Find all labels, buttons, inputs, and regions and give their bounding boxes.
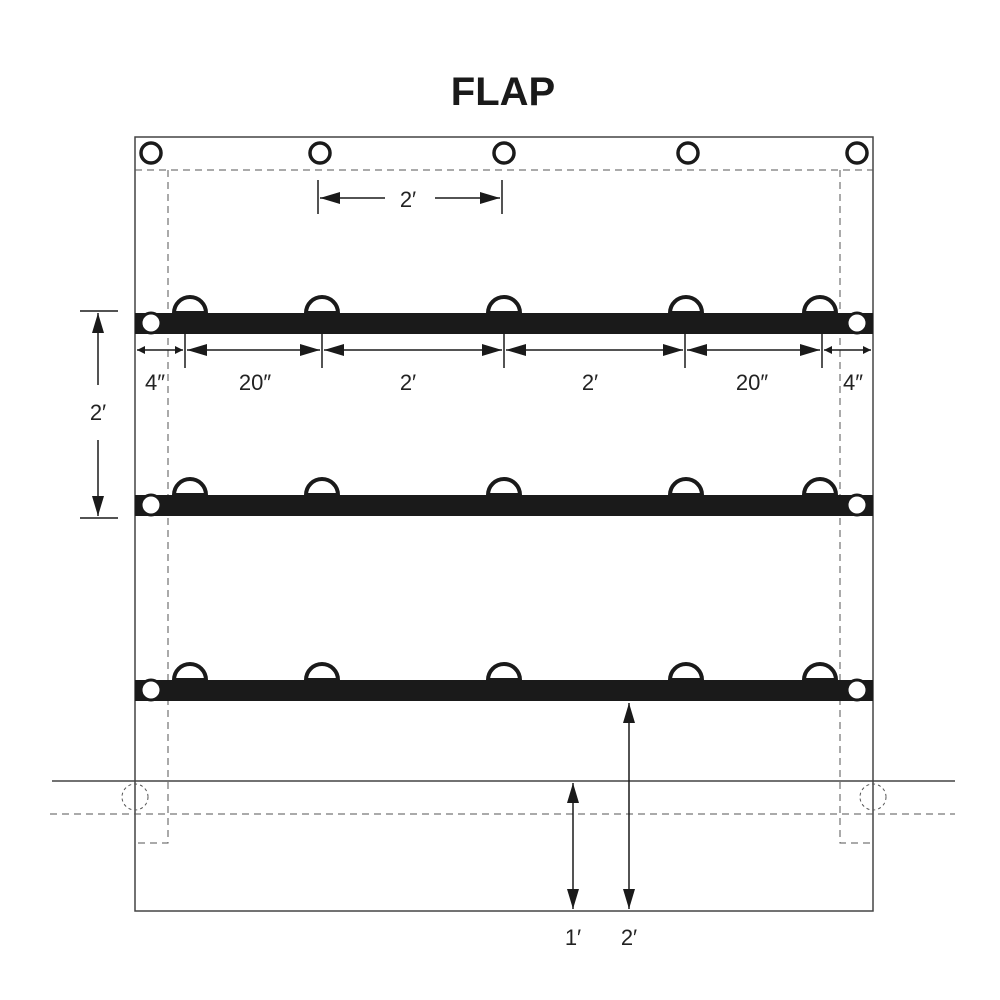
hidden-grommet-right [859, 783, 887, 811]
d-ring-icon [667, 295, 705, 315]
d-ring-icon [485, 477, 523, 497]
d-ring-icon [171, 662, 209, 682]
strap [135, 495, 873, 516]
grommet-icon [845, 311, 869, 335]
dim-bottom-long: 2′ [621, 925, 637, 950]
top-grommets [139, 141, 869, 165]
grommet-icon [139, 311, 163, 335]
d-ring-icon [667, 477, 705, 497]
strap [135, 313, 873, 334]
dim-center-left: 2′ [400, 370, 416, 395]
d-ring-icon [801, 295, 839, 315]
d-ring-icon [303, 295, 341, 315]
d-ring-icon [485, 295, 523, 315]
dim-top-grommet-spacing: 2′ [400, 187, 416, 212]
hidden-grommet-left [121, 783, 149, 811]
d-ring-icon [801, 662, 839, 682]
strap [135, 680, 873, 701]
d-ring-icon [303, 477, 341, 497]
grommet-icon [676, 141, 700, 165]
d-ring-icon [171, 477, 209, 497]
dim-left-edge: 4″ [145, 370, 165, 395]
hem-lines [50, 169, 955, 844]
grommet-icon [492, 141, 516, 165]
dim-right-edge: 4″ [843, 370, 863, 395]
d-ring-icon [485, 662, 523, 682]
d-ring-icon [801, 477, 839, 497]
d-ring-icon [303, 662, 341, 682]
dim-strap-spacing: 2′ [90, 400, 106, 425]
strap-dimension-lines [137, 333, 871, 368]
dim-bottom-short: 1′ [565, 925, 581, 950]
dim-right-segment: 20″ [736, 370, 768, 395]
grommet-icon [139, 678, 163, 702]
grommet-icon [308, 141, 332, 165]
straps [135, 295, 873, 702]
grommet-icon [139, 141, 163, 165]
flap-outline [134, 136, 874, 912]
d-ring-icon [667, 662, 705, 682]
grommet-icon [139, 493, 163, 517]
diagram-title: FLAP [451, 70, 555, 114]
grommet-icon [845, 141, 869, 165]
dim-left-segment: 20″ [239, 370, 271, 395]
grommet-icon [845, 678, 869, 702]
dim-center-right: 2′ [582, 370, 598, 395]
d-ring-icon [171, 295, 209, 315]
grommet-icon [845, 493, 869, 517]
